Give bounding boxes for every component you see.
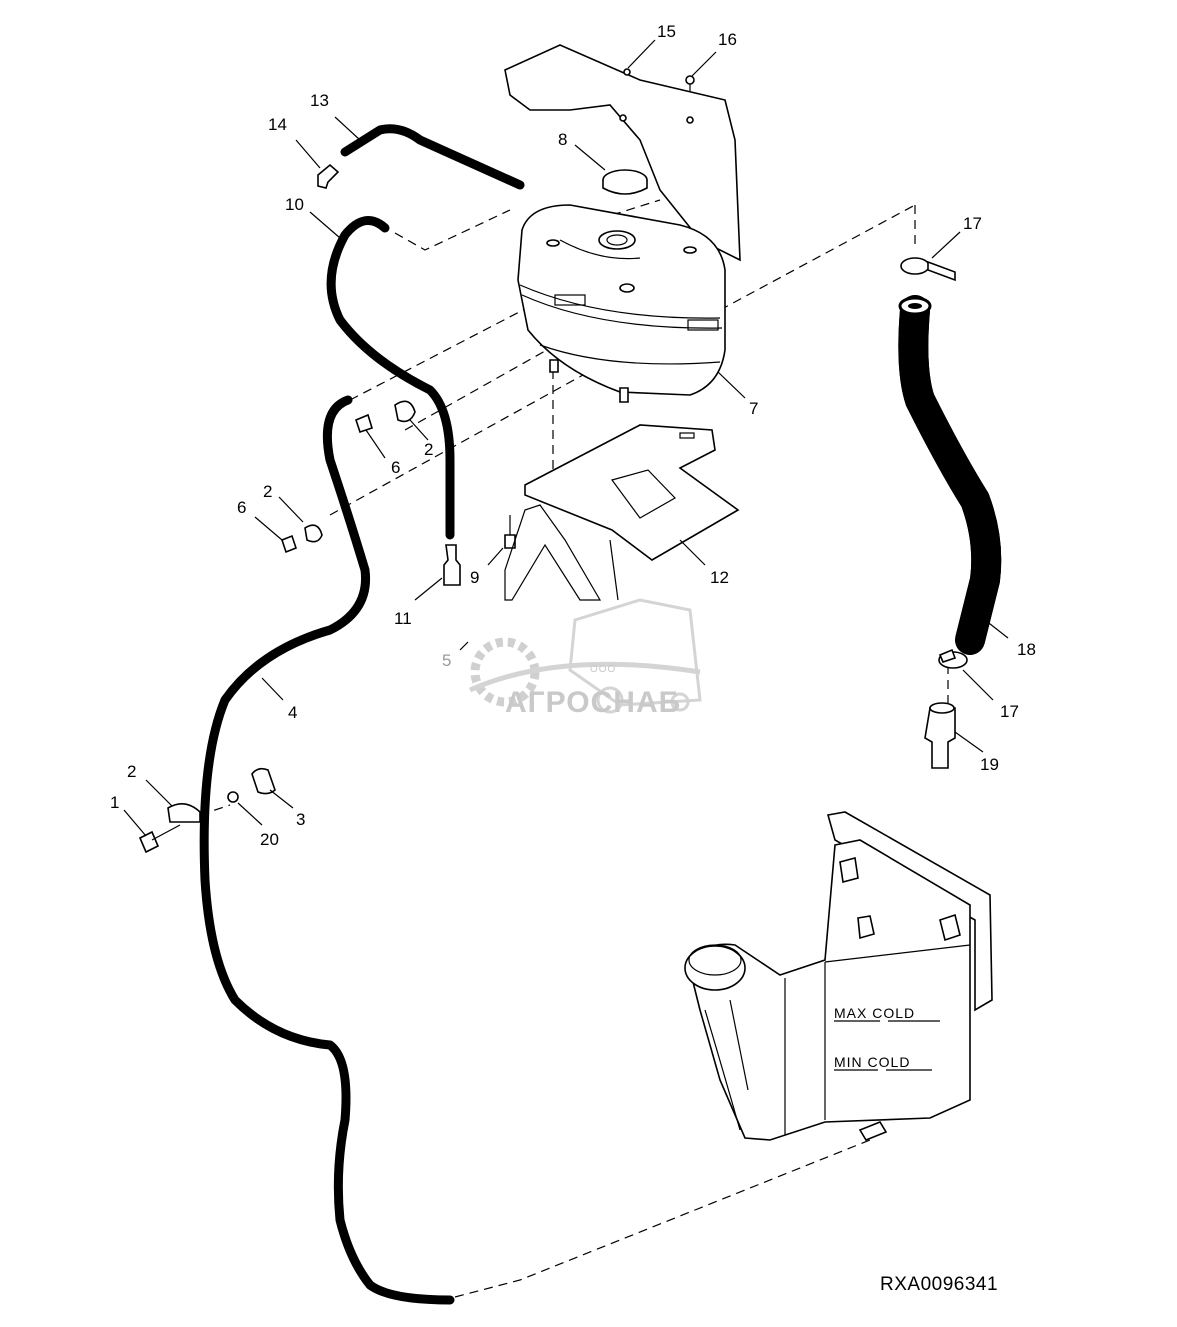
callout-19: 19: [980, 755, 999, 774]
max-cold-marking: MAX COLD: [834, 1005, 915, 1021]
watermark-brand: АГРОСНАБ: [505, 686, 681, 719]
hose-10: [326, 216, 455, 540]
shield-15: [504, 44, 741, 262]
callout-8: 8: [558, 130, 567, 149]
callout-17-upper: 17: [963, 214, 982, 233]
watermark: ООО АГРОСНАБ: [468, 598, 702, 719]
reference-code: RXA0096341: [880, 1274, 998, 1295]
callout-15: 15: [657, 22, 676, 41]
callout-2-c: 2: [127, 762, 136, 781]
callout-11: 11: [394, 609, 412, 628]
callout-9: 9: [470, 568, 479, 587]
small-parts: [138, 75, 968, 854]
callout-10: 10: [285, 195, 304, 214]
callout-14: 14: [268, 115, 287, 134]
hose-4: [199, 395, 455, 1305]
callout-2-b: 2: [263, 482, 272, 501]
callout-12: 12: [710, 568, 729, 587]
bracket-12: [504, 424, 740, 601]
callout-5: 5: [442, 651, 451, 670]
callout-6-a: 6: [391, 458, 400, 477]
min-cold-marking: MIN COLD: [834, 1054, 910, 1070]
leader-lines: [123, 39, 1009, 837]
hose-13: [340, 124, 525, 190]
watermark-prefix: ООО: [590, 664, 616, 675]
callout-1: 1: [110, 793, 119, 812]
callout-13: 13: [310, 91, 329, 110]
hoses: [199, 124, 1002, 1305]
callout-3: 3: [296, 810, 305, 829]
callout-16: 16: [718, 30, 737, 49]
callout-17-lower: 17: [1000, 702, 1019, 721]
callout-7: 7: [749, 399, 758, 418]
callouts: 15 16 13 14 8 10 17 7 2 6 2 6 9 12 11 18…: [110, 22, 1036, 849]
callout-2-a: 2: [424, 440, 433, 459]
callout-20: 20: [260, 830, 279, 849]
coolant-tank-7: [517, 204, 726, 403]
callout-4: 4: [288, 703, 297, 722]
callout-18: 18: [1017, 640, 1036, 659]
callout-6-b: 6: [237, 498, 246, 517]
reservoir-tank: MAX COLD MIN COLD: [684, 811, 993, 1141]
